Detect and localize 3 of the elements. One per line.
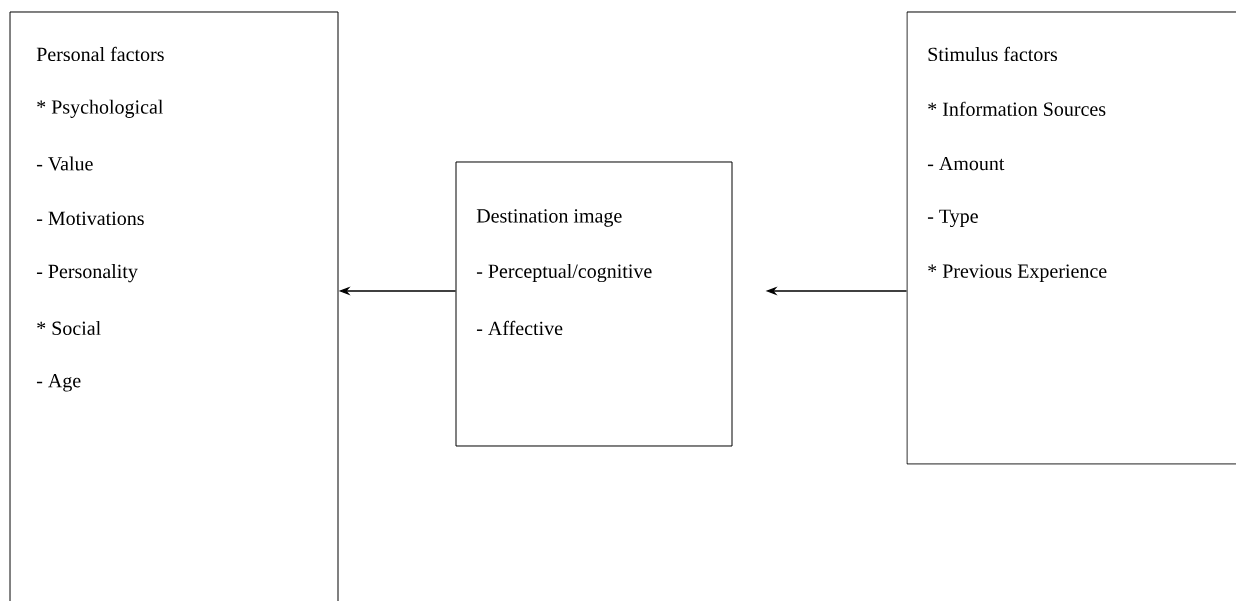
image-box: Destination image - Perceptual/cognitive - Affective — [455, 161, 733, 447]
factor-box: Personal factors * Psychological - Value - Motivations - Personality * Social - Age — [9, 11, 339, 601]
factor-box: Stimulus factors * Information Sources - Amount - Type * Previous Experience — [906, 11, 1236, 465]
